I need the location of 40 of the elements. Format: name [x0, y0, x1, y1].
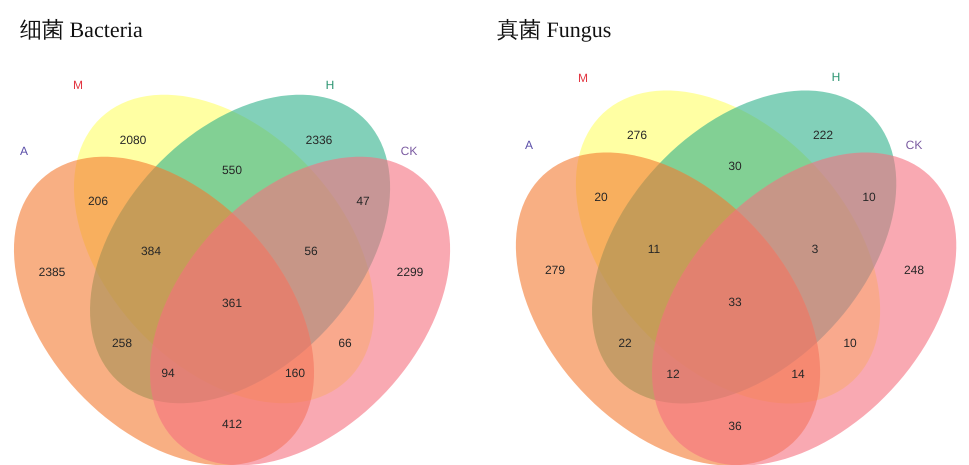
region-count: 10 — [862, 190, 876, 204]
region-count: 94 — [161, 366, 175, 380]
region-count: 361 — [222, 296, 242, 310]
panel-title: 真菌 Fungus — [497, 17, 612, 43]
set-label: CK — [906, 138, 922, 152]
region-count: 550 — [222, 163, 242, 177]
region-count: 384 — [140, 244, 162, 258]
set-label: M — [578, 71, 588, 85]
region-count: 20 — [594, 190, 608, 204]
region-count: 412 — [222, 417, 242, 431]
region-count: 222 — [812, 128, 834, 142]
region-count: 47 — [356, 194, 370, 208]
set-label: CK — [400, 144, 418, 158]
region-count: 3 — [812, 242, 818, 256]
set-label: A — [525, 138, 533, 152]
region-count: 2336 — [306, 133, 332, 147]
region-count: 30 — [728, 159, 742, 173]
region-count: 12 — [666, 367, 680, 381]
region-count: 276 — [626, 128, 648, 142]
region-count: 2385 — [38, 265, 66, 279]
set-label: M — [73, 78, 83, 92]
region-count: 22 — [618, 336, 632, 350]
region-count: 160 — [284, 366, 306, 380]
region-count: 2299 — [396, 265, 424, 279]
region-count: 279 — [544, 263, 566, 277]
region-count: 36 — [728, 419, 742, 433]
panel-title: 细菌 Bacteria — [20, 17, 143, 43]
region-count: 258 — [112, 336, 132, 350]
region-count: 33 — [728, 295, 742, 309]
region-count: 14 — [791, 367, 805, 381]
region-count: 10 — [843, 336, 857, 350]
set-label: H — [326, 78, 334, 92]
region-count: 11 — [648, 242, 660, 256]
region-count: 206 — [88, 194, 108, 208]
set-label: H — [832, 70, 840, 84]
region-count: 56 — [304, 244, 318, 258]
region-count: 66 — [338, 336, 352, 350]
region-count: 248 — [904, 263, 924, 277]
region-count: 2080 — [120, 133, 146, 147]
set-label: A — [20, 144, 28, 158]
